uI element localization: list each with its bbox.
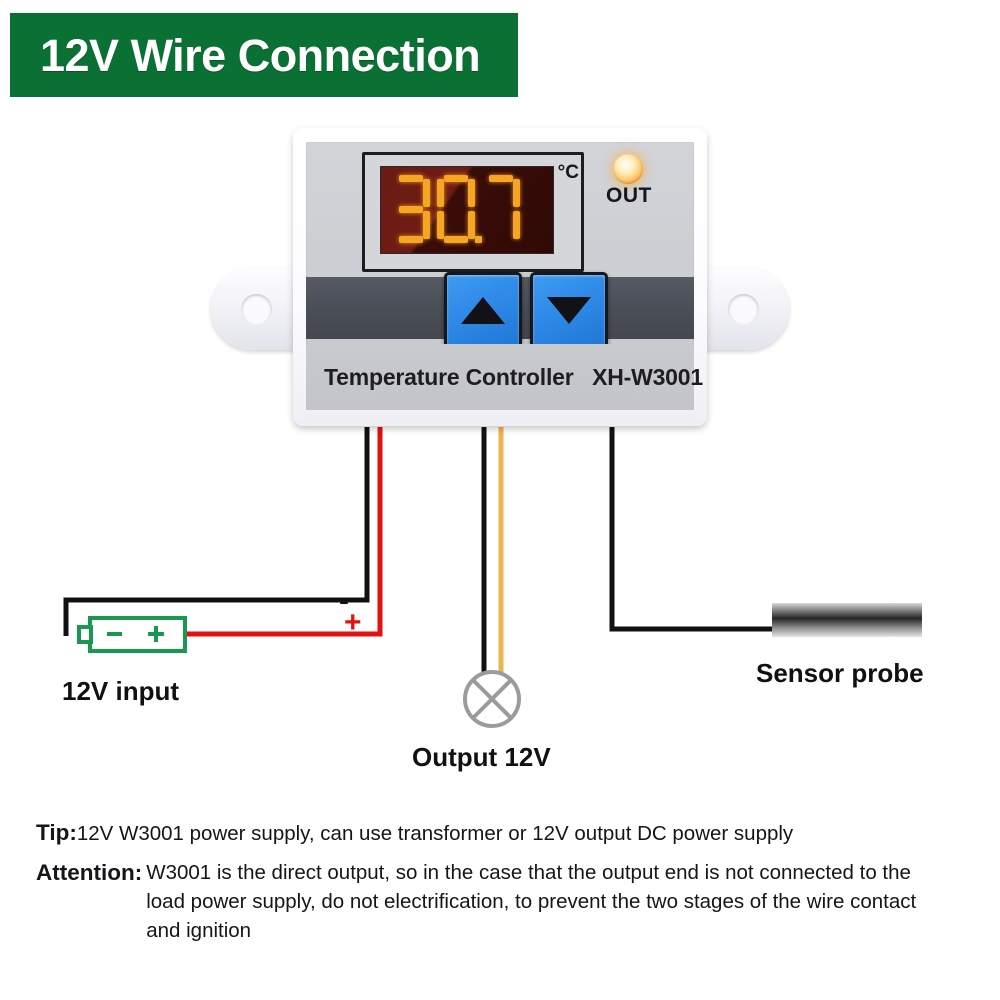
notes-section: Tip:12V W3001 power supply, can use tran… — [36, 818, 976, 945]
display-digits — [391, 173, 526, 245]
page-title: 12V Wire Connection — [40, 29, 481, 81]
sensor-probe-body — [772, 603, 922, 637]
wire-sensor — [609, 427, 776, 632]
mounting-hole-left — [241, 294, 272, 325]
attention-label: Attention: — [36, 860, 143, 885]
out-led-icon — [613, 154, 643, 184]
label-sensor-probe: Sensor probe — [756, 658, 924, 688]
button-strip — [306, 272, 694, 348]
tip-label: Tip: — [36, 820, 77, 845]
triangle-down-icon — [547, 296, 591, 324]
temperature-controller-device: °C OUT Temperature Controller XH-W3001 — [205, 128, 795, 428]
up-button[interactable] — [444, 272, 522, 348]
lamp-symbol — [463, 670, 521, 728]
down-button[interactable] — [530, 272, 608, 348]
attention-note: Attention: W3001 is the direct output, s… — [36, 858, 976, 945]
tip-text: 12V W3001 power supply, can use transfor… — [76, 822, 794, 845]
device-front-panel: °C OUT Temperature Controller XH-W3001 — [306, 142, 703, 410]
label-output-12v: Output 12V — [412, 742, 551, 772]
display-decimal-point — [475, 236, 482, 243]
wire-power-negative — [63, 427, 370, 636]
wire-power-positive — [185, 427, 383, 637]
page-title-banner: 12V Wire Connection — [10, 13, 518, 97]
display-digit-1 — [391, 173, 431, 245]
out-indicator-label: OUT — [606, 184, 652, 207]
seven-segment-display — [380, 166, 554, 254]
tip-note: Tip:12V W3001 power supply, can use tran… — [36, 818, 976, 848]
display-digit-3 — [481, 173, 521, 245]
mounting-hole-right — [728, 294, 759, 325]
temperature-unit-label: °C — [557, 162, 579, 183]
battery-symbol — [77, 616, 187, 653]
model-label-strip: Temperature Controller XH-W3001 — [306, 344, 703, 410]
triangle-up-icon — [461, 296, 505, 324]
polarity-plus-sign: + — [344, 606, 362, 639]
display-bezel: °C — [362, 152, 584, 272]
label-12v-input: 12V input — [62, 676, 180, 706]
polarity-minus-sign: - — [339, 584, 349, 617]
model-label: Temperature Controller XH-W3001 — [324, 363, 703, 390]
display-digit-2 — [436, 173, 482, 245]
out-indicator: OUT — [606, 154, 652, 207]
device-case: °C OUT Temperature Controller XH-W3001 — [293, 128, 707, 426]
attention-text: W3001 is the direct output, so in the ca… — [146, 861, 917, 942]
